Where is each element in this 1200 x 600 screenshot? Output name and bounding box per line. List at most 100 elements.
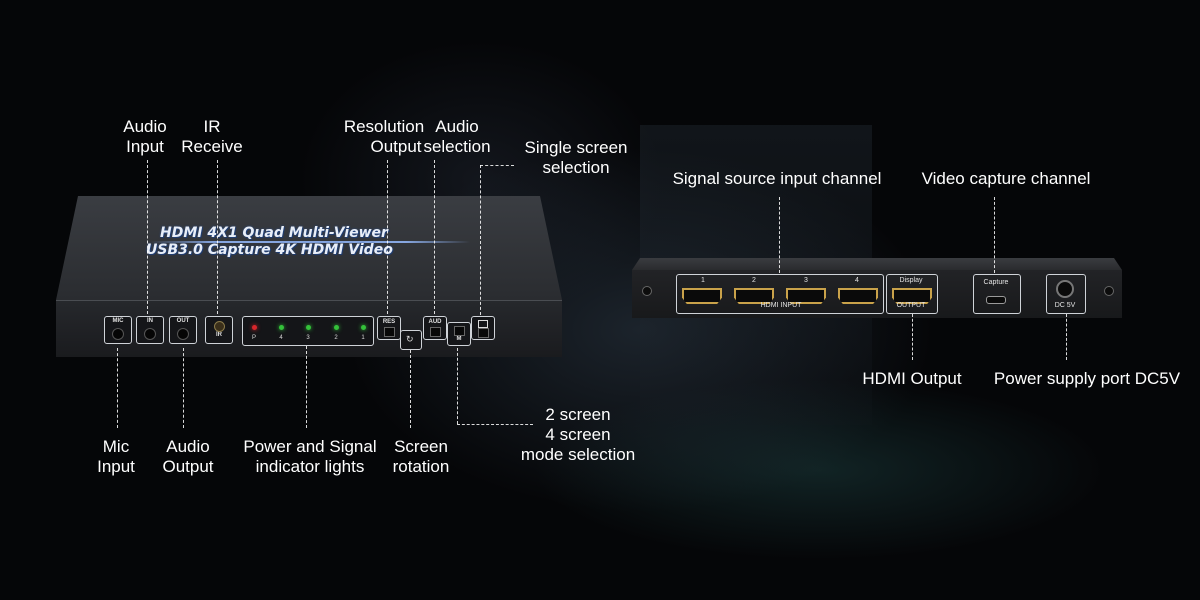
callout-single-screen: Single screen selection: [514, 138, 638, 178]
led-2: [334, 325, 339, 330]
leader-single-screen-h: [480, 165, 514, 166]
callout-audio-selection: Audio selection: [418, 117, 496, 157]
callout-screen-rotation: Screen rotation: [384, 437, 458, 477]
leader-mode-selection: [457, 348, 458, 424]
callout-mode-selection: 2 screen 4 screen mode selection: [512, 405, 644, 465]
dc-group: [1046, 274, 1086, 314]
audio-in-port: IN: [136, 316, 164, 344]
callout-power-signal-line2: indicator lights: [255, 457, 365, 476]
display-label: Display: [899, 277, 923, 284]
hdmi-input-num-3: 3: [804, 277, 808, 284]
mic-port: MIC: [104, 316, 132, 344]
callout-ir-receive: IR Receive: [172, 117, 252, 157]
aud-button-label: AUD: [428, 319, 442, 325]
audio-out-port: OUT: [169, 316, 197, 344]
callout-mic-input-line2: Input: [97, 457, 135, 476]
callout-audio-selection-line1: Audio: [435, 117, 479, 136]
ir-port: IR: [205, 316, 233, 344]
hdmi-input-port-1: [682, 288, 722, 304]
leader-audio-selection: [434, 160, 435, 314]
led-label-2: 2: [334, 335, 338, 341]
res-button-label: RES: [382, 319, 396, 325]
callout-audio-output-line1: Audio: [166, 437, 210, 456]
hdmi-input-port-4: [838, 288, 878, 304]
callout-audio-input: Audio Input: [108, 117, 182, 157]
device-title-line2: USB3.0 Capture 4K HDMI Video: [146, 242, 393, 258]
callout-audio-selection-line2: selection: [423, 137, 491, 156]
capture-group: [973, 274, 1021, 314]
callout-resolution-output-line1: Resolution: [343, 117, 425, 136]
leader-audio-input: [147, 160, 148, 314]
leader-audio-output: [183, 348, 184, 428]
single-screen-icon: [478, 320, 488, 328]
device-title-line1: HDMI 4X1 Quad Multi-Viewer: [160, 225, 388, 241]
callout-power-signal-line1: Power and Signal: [243, 437, 377, 456]
hdmi-input-group: [676, 274, 884, 314]
callout-power-signal: Power and Signal indicator lights: [234, 437, 386, 477]
leader-power-signal: [306, 346, 307, 428]
mic-port-label: MIC: [112, 318, 124, 324]
audio-out-port-label: OUT: [176, 318, 190, 324]
rotation-button[interactable]: ↻: [400, 330, 422, 350]
callout-ir-receive-line2: Receive: [181, 137, 243, 156]
audio-in-port-label: IN: [147, 318, 153, 324]
screw-right: [1104, 286, 1114, 296]
callout-mode-selection-line3: mode selection: [520, 445, 636, 464]
dc-label: DC 5V: [1054, 302, 1076, 309]
led-label-1: 1: [361, 335, 365, 341]
led-label-p: P: [251, 335, 256, 341]
leader-hdmi-output: [912, 314, 913, 360]
leader-single-screen: [480, 165, 481, 315]
leader-ir-receive: [217, 160, 218, 314]
led-4: [279, 325, 284, 330]
callout-screen-rotation-line2: rotation: [392, 457, 450, 476]
dc-jack: [1056, 280, 1074, 298]
callout-audio-input-line1: Audio: [123, 117, 167, 136]
callout-audio-output-line2: Output: [162, 457, 214, 476]
led-label-3: 3: [306, 335, 310, 341]
ir-port-label: IR: [216, 332, 222, 338]
aud-button[interactable]: AUD: [423, 316, 447, 340]
mic-jack: [112, 328, 124, 340]
callout-single-screen-line1: Single screen: [524, 138, 628, 157]
single-screen-button[interactable]: [471, 316, 495, 340]
hdmi-input-port-2: [734, 288, 774, 304]
mode-button[interactable]: M: [447, 322, 471, 346]
leader-signal-source: [779, 197, 780, 273]
led-label-4: 4: [279, 335, 283, 341]
hdmi-input-port-3: [786, 288, 826, 304]
rotate-icon: ↻: [406, 334, 414, 344]
callout-audio-output: Audio Output: [148, 437, 228, 477]
callout-screen-rotation-line1: Screen: [394, 437, 448, 456]
aud-button-knob: [430, 327, 441, 337]
res-button-knob: [384, 327, 395, 337]
single-screen-knob: [478, 328, 489, 338]
callout-mode-selection-line2: 4 screen: [545, 425, 611, 444]
hdmi-input-label: HDMI INPUT: [760, 302, 802, 309]
output-label: OUTPUT: [896, 302, 926, 309]
front-device-top: [56, 196, 562, 300]
res-button[interactable]: RES: [377, 316, 401, 340]
rear-device-top: [632, 258, 1122, 270]
callout-mode-selection-line1: 2 screen: [545, 405, 611, 424]
leader-resolution-output: [387, 160, 388, 314]
mode-button-label: M: [456, 336, 462, 342]
screw-left: [642, 286, 652, 296]
leader-screen-rotation: [410, 350, 411, 428]
capture-label: Capture: [983, 279, 1009, 286]
hdmi-input-num-1: 1: [701, 277, 705, 284]
callout-signal-source: Signal source input channel: [672, 169, 882, 188]
callout-single-screen-line2: selection: [542, 158, 610, 177]
leader-power-supply: [1066, 314, 1067, 360]
title-underline: [150, 241, 470, 243]
indicator-led-panel: P 4 3 2 1: [242, 316, 374, 346]
led-3: [306, 325, 311, 330]
led-power: [252, 325, 257, 330]
leader-mic-input: [117, 348, 118, 428]
callout-mic-input-line1: Mic: [102, 437, 130, 456]
leader-video-capture: [994, 197, 995, 273]
callout-resolution-output: Resolution Output: [336, 117, 432, 157]
hdmi-input-num-4: 4: [855, 277, 859, 284]
hdmi-output-group: [886, 274, 938, 314]
callout-video-capture: Video capture channel: [921, 169, 1091, 188]
